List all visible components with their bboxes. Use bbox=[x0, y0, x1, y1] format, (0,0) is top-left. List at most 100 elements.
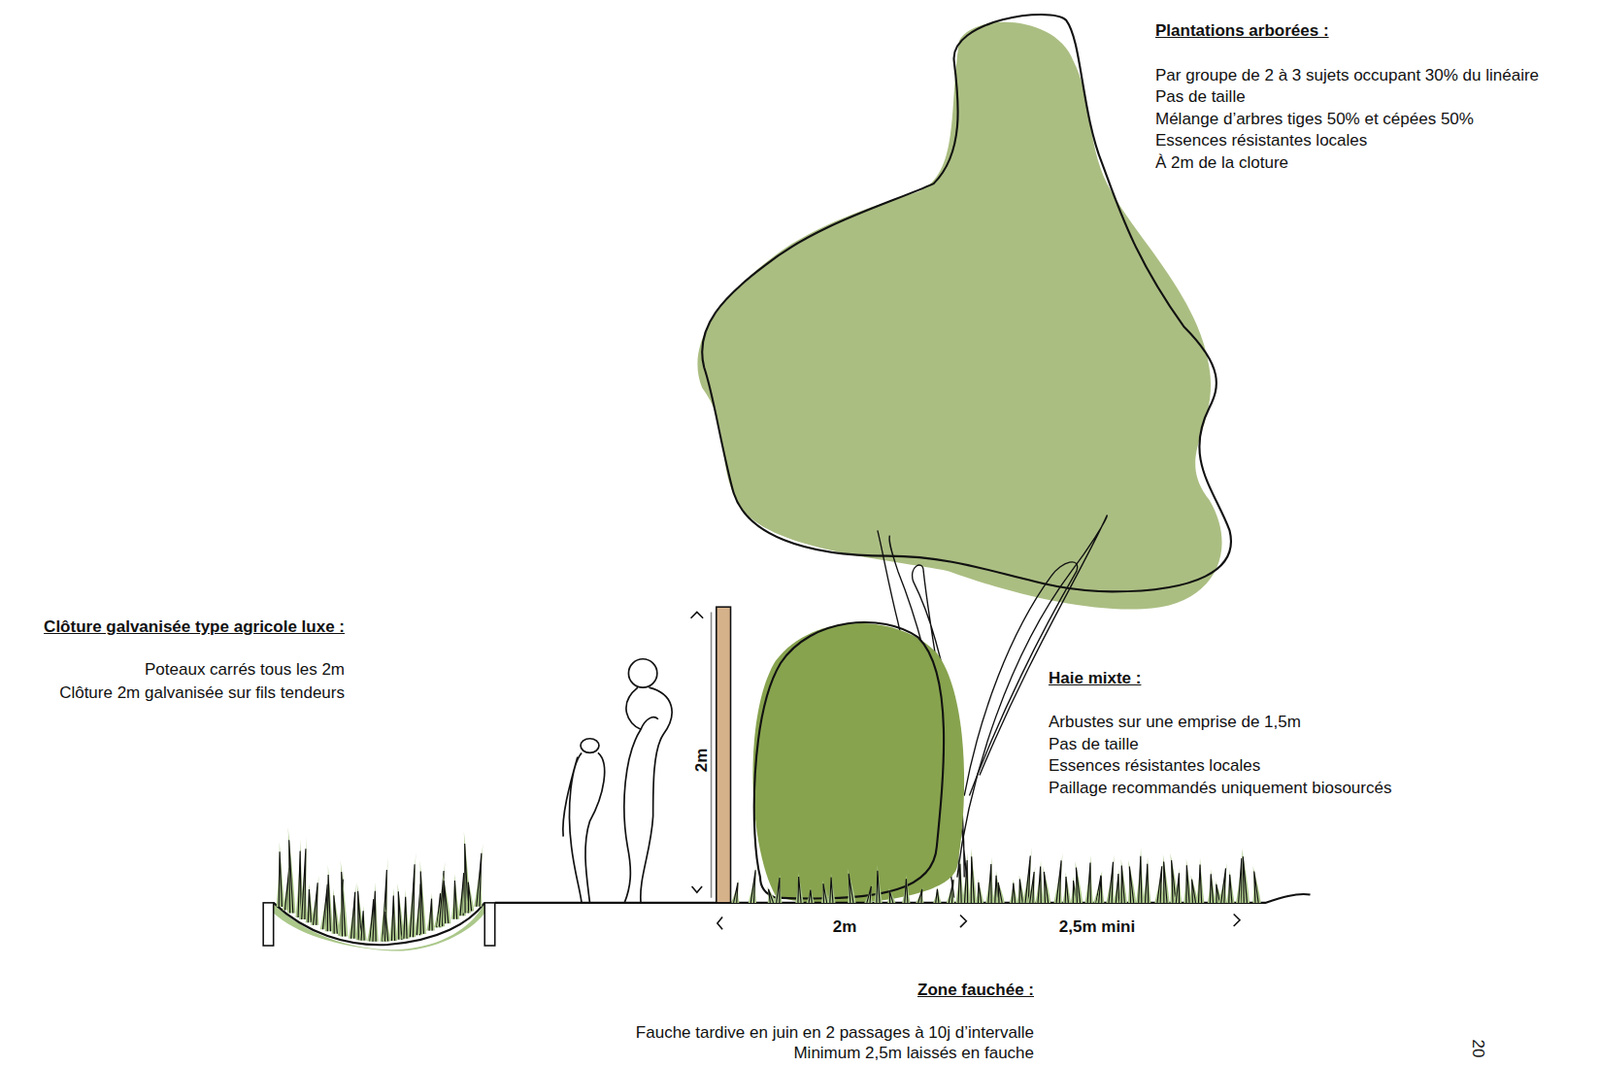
grass-stroke bbox=[948, 879, 954, 903]
grass-stroke bbox=[958, 864, 962, 903]
note-text: Arbustes sur une emprise de 1,5m bbox=[1048, 712, 1301, 733]
note-text: Essences résistantes locales bbox=[1048, 756, 1261, 776]
grass-stroke bbox=[443, 880, 449, 924]
grass-stroke bbox=[1198, 865, 1201, 903]
grass-blade bbox=[946, 875, 956, 903]
grass-blade bbox=[887, 888, 896, 903]
grass-stroke bbox=[1030, 871, 1034, 903]
grass-blade bbox=[339, 860, 348, 936]
grass-stroke bbox=[278, 851, 282, 907]
fence bbox=[691, 606, 732, 903]
grass-blade bbox=[426, 893, 434, 932]
grass-blade bbox=[276, 841, 285, 907]
grass-blade bbox=[1063, 871, 1071, 903]
grass-blade bbox=[325, 865, 334, 932]
grass-stroke bbox=[289, 839, 294, 913]
dimension-label: 2,5m mini bbox=[1059, 917, 1135, 937]
grass-blade bbox=[864, 883, 872, 903]
grass-blade bbox=[901, 874, 910, 903]
grass-stroke bbox=[767, 889, 773, 903]
grass-stroke bbox=[361, 910, 365, 940]
grass-blade bbox=[1169, 852, 1178, 902]
grass-stroke bbox=[988, 864, 992, 903]
ground bbox=[263, 827, 1310, 952]
grass-blade bbox=[379, 857, 388, 942]
grass-stroke bbox=[1121, 866, 1125, 903]
grass-stroke bbox=[750, 869, 756, 903]
grass-blade bbox=[442, 872, 452, 924]
grass-stroke bbox=[998, 882, 1002, 903]
grass-blade bbox=[407, 851, 417, 937]
section-heading: Clôture galvanisée type agricole luxe : bbox=[43, 617, 345, 637]
grass-blade bbox=[795, 871, 803, 903]
note-text: À 2m de la cloture bbox=[1155, 153, 1289, 173]
dimension-line bbox=[710, 611, 713, 898]
grass-blade bbox=[389, 887, 398, 940]
grass-stroke bbox=[830, 877, 834, 903]
grass-stroke bbox=[1229, 874, 1233, 903]
dimension-tick bbox=[717, 917, 723, 931]
edging-board bbox=[484, 902, 496, 946]
grass-blade bbox=[1119, 859, 1128, 903]
grass-blade bbox=[1154, 860, 1164, 903]
grass-stroke bbox=[307, 889, 311, 923]
dimension-tick bbox=[1233, 913, 1240, 927]
people bbox=[563, 659, 672, 903]
grass-stroke bbox=[384, 911, 388, 942]
grass-stroke bbox=[398, 891, 402, 939]
grass-stroke bbox=[1216, 884, 1220, 903]
grass-stroke bbox=[453, 880, 457, 920]
grass-stroke bbox=[1254, 871, 1259, 903]
note-text: Pas de taille bbox=[1155, 87, 1246, 107]
note-text: Minimum 2,5m laissés en fauche bbox=[793, 1043, 1034, 1064]
grass-stroke bbox=[889, 890, 894, 903]
grass-stroke bbox=[351, 892, 356, 939]
grass bbox=[276, 827, 1262, 942]
grass-stroke bbox=[977, 882, 981, 903]
note-text: Par groupe de 2 à 3 sujets occupant 30% … bbox=[1155, 66, 1539, 86]
dimension-label: 2m bbox=[833, 917, 858, 937]
grass-blade bbox=[731, 878, 739, 902]
child-head bbox=[580, 738, 600, 754]
grass-blade bbox=[1034, 860, 1043, 903]
grass-stroke bbox=[327, 874, 331, 932]
grass-stroke bbox=[403, 897, 407, 939]
grass-blade bbox=[1142, 857, 1151, 903]
grass-stroke bbox=[429, 899, 433, 932]
grass-stroke bbox=[372, 891, 376, 942]
grass-blade bbox=[985, 857, 994, 903]
section-heading: Plantations arborées : bbox=[1155, 21, 1330, 41]
grass-stroke bbox=[965, 860, 968, 903]
stem bbox=[957, 515, 1108, 878]
grass-stroke bbox=[1129, 866, 1134, 903]
grass-blade bbox=[1135, 847, 1144, 903]
grass-blade bbox=[915, 886, 924, 902]
grass-stroke bbox=[808, 890, 812, 903]
grass-blade bbox=[466, 876, 474, 911]
grass-stroke bbox=[1157, 866, 1163, 903]
grass-blade bbox=[1161, 854, 1169, 903]
dimension-tick bbox=[960, 914, 967, 928]
note-text: Clôture 2m galvanisée sur fils tendeurs bbox=[59, 683, 345, 703]
note-text: Paillage recommandés uniquement biosourc… bbox=[1048, 778, 1392, 799]
grass-stroke bbox=[1242, 856, 1247, 903]
grass-blade bbox=[287, 827, 296, 914]
grass-stroke bbox=[776, 877, 780, 903]
grass-blade bbox=[332, 888, 340, 934]
dimension-tick bbox=[692, 886, 703, 893]
grass-stroke bbox=[1209, 873, 1213, 903]
grass-blade bbox=[873, 865, 882, 903]
grass-blade bbox=[773, 872, 782, 902]
fence-post bbox=[716, 606, 732, 903]
note-text: Essences résistantes locales bbox=[1155, 131, 1367, 151]
grass-blade bbox=[473, 843, 483, 907]
grass-stroke bbox=[904, 878, 908, 903]
grass-stroke bbox=[1175, 872, 1179, 903]
dimension-label: 2m bbox=[692, 748, 712, 773]
hedge-outline bbox=[754, 622, 944, 900]
grass-blade bbox=[1252, 866, 1261, 903]
grass-blade bbox=[382, 906, 391, 942]
grass-stroke bbox=[467, 882, 471, 912]
